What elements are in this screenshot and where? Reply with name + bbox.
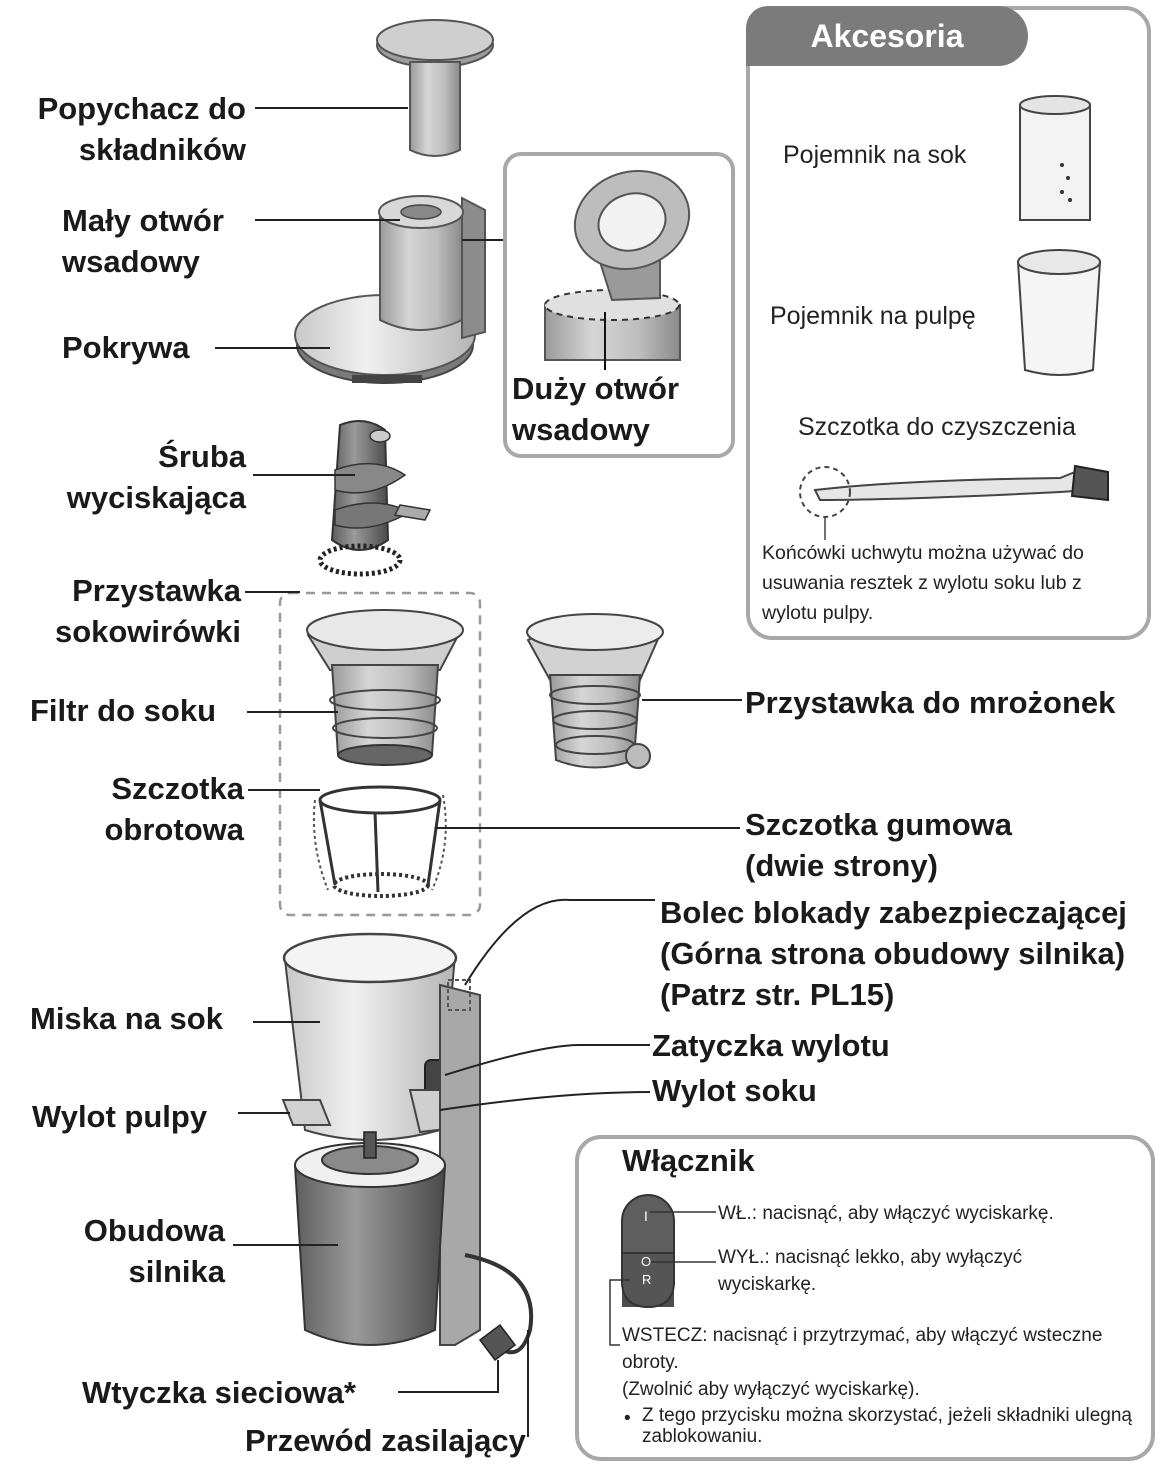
large-inlet-label: Duży otwór wsadowy xyxy=(512,368,679,450)
frozen-attachment-illustration xyxy=(526,613,664,769)
cleaning-brush-illustration xyxy=(799,464,1109,540)
plug-label: Wtyczka sieciowa* xyxy=(82,1375,356,1410)
rubber-brush-label-line1: Szczotka gumowa xyxy=(745,807,1012,842)
small-inlet-label-line1: Mały otwór xyxy=(62,203,224,238)
juice-filter-illustration xyxy=(306,609,464,766)
motor-housing-label-line1: Obudowa xyxy=(83,1213,225,1248)
off-glyph: O xyxy=(641,1254,652,1269)
switch-bullet: • Z tego przycisku można skorzystać, jeż… xyxy=(624,1405,1144,1447)
rubber-brush-label: Szczotka gumowa (dwie strony) xyxy=(745,804,1012,886)
on-glyph: I xyxy=(644,1208,648,1224)
rotating-brush-illustration xyxy=(312,785,447,898)
pulp-container-illustration xyxy=(1016,249,1102,376)
pusher-label: Popychacz do składników xyxy=(10,88,246,170)
large-inlet-label-line2: wsadowy xyxy=(512,412,650,447)
safety-pin-label-line1: Bolec blokady zabezpieczającej xyxy=(660,895,1127,930)
motor-housing-label-line2: silnika xyxy=(128,1254,226,1289)
power-cord-label: Przewód zasilający xyxy=(245,1423,526,1458)
safety-pin-label-line2: (Górna strona obudowy silnika) xyxy=(660,936,1126,971)
switch-off-text: WYŁ.: nacisnąć lekko, aby wyłączyć wycis… xyxy=(718,1247,1023,1295)
outlet-cap-label: Zatyczka wylotu xyxy=(652,1028,890,1063)
screw-label: Śruba wyciskająca xyxy=(20,436,246,518)
screw-label-line1: Śruba xyxy=(158,439,246,474)
rotating-brush-label-line1: Szczotka xyxy=(111,771,244,806)
accessories-title: Akcesoria xyxy=(746,6,1028,66)
large-inlet-label-line1: Duży otwór xyxy=(512,371,680,406)
rubber-brush-label-line2: (dwie strony) xyxy=(745,848,938,883)
large-inlet-illustration xyxy=(544,169,691,370)
switch-illustration xyxy=(609,1194,716,1346)
juice-outlet-label: Wylot soku xyxy=(652,1073,817,1108)
leader-lines xyxy=(215,107,742,1437)
switch-bullet-text: Z tego przycisku można skorzystać, jeżel… xyxy=(642,1405,1132,1447)
juice-bowl-label: Miska na sok xyxy=(30,1001,223,1036)
pusher-label-line2: składników xyxy=(78,132,246,167)
juicer-attachment-label: Przystawka sokowirówki xyxy=(10,570,241,652)
safety-pin-label-line3: (Patrz str. PL15) xyxy=(660,977,895,1012)
switch-on-text: WŁ.: nacisnąć, aby włączyć wyciskarkę. xyxy=(718,1203,1054,1224)
pulp-outlet-label: Wylot pulpy xyxy=(32,1099,208,1134)
lid-label: Pokrywa xyxy=(62,330,190,365)
pusher-label-line1: Popychacz do xyxy=(37,91,246,126)
motor-housing-illustration xyxy=(293,979,534,1362)
safety-pin-label: Bolec blokady zabezpieczającej (Górna st… xyxy=(660,892,1127,1015)
pusher-illustration xyxy=(376,19,494,157)
rotating-brush-label: Szczotka obrotowa xyxy=(20,768,245,850)
juicer-attachment-label-line1: Przystawka xyxy=(72,573,241,608)
cleaning-brush-label: Szczotka do czyszczenia xyxy=(798,413,1076,441)
juice-container-label: Pojemnik na sok xyxy=(783,141,967,169)
small-inlet-label: Mały otwór wsadowy xyxy=(62,200,224,282)
juice-bowl-illustration xyxy=(281,932,458,1141)
bullet-glyph: • xyxy=(624,1408,631,1429)
screw-label-line2: wyciskająca xyxy=(66,480,246,515)
lid-illustration xyxy=(294,195,486,384)
pulp-container-label: Pojemnik na pulpę xyxy=(770,302,976,330)
small-inlet-label-line2: wsadowy xyxy=(62,244,200,279)
juice-container-illustration xyxy=(1019,95,1091,221)
screw-illustration xyxy=(317,420,432,577)
juice-filter-label: Filtr do soku xyxy=(30,693,216,728)
switch-reverse-release-text: (Zwolnić aby wyłączyć wyciskarkę). xyxy=(622,1379,920,1400)
reverse-glyph: R xyxy=(642,1272,652,1287)
switch-reverse-text: WSTECZ: nacisnąć i przytrzymać, aby włąc… xyxy=(622,1325,1103,1373)
rotating-brush-label-line2: obrotowa xyxy=(104,812,245,847)
motor-housing-label: Obudowa silnika xyxy=(20,1210,225,1292)
juicer-attachment-label-line2: sokowirówki xyxy=(54,614,241,649)
frozen-attachment-label: Przystawka do mrożonek xyxy=(745,685,1116,720)
switch-title: Włącznik xyxy=(622,1143,755,1178)
brush-tip-note: Końcówki uchwytu można używać do usuwani… xyxy=(762,542,1084,624)
